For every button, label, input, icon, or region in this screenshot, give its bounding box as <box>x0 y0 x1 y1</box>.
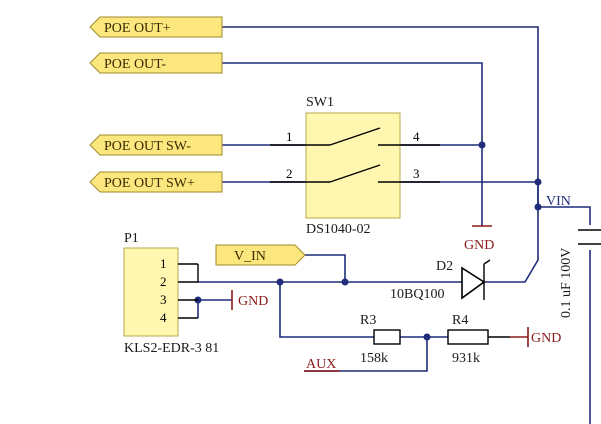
sw1-designator: SW1 <box>306 95 334 110</box>
p1-pin4: 4 <box>160 310 167 325</box>
gnd-symbols <box>231 225 529 347</box>
net-label-vin: VIN <box>546 194 571 209</box>
sw1-pin3: 3 <box>413 166 420 181</box>
r4-designator: R4 <box>452 313 468 328</box>
p1-body <box>123 247 179 337</box>
port-poe-out-sw-minus[interactable]: POE OUT SW- <box>89 134 223 156</box>
p1-pin2: 2 <box>160 274 167 289</box>
capacitor[interactable]: 0.1 uF 100V <box>559 229 601 318</box>
gnd-label-top: GND <box>464 238 494 253</box>
sw1-pin1: 1 <box>286 129 293 144</box>
r3-body <box>373 329 401 345</box>
wire-poe-out-plus <box>222 26 539 207</box>
resistor-r3[interactable]: R3 158k <box>360 313 401 366</box>
wire-divider-top <box>279 282 374 338</box>
port-poe-out-minus[interactable]: POE OUT- <box>89 52 223 74</box>
p1-designator: P1 <box>124 231 139 246</box>
net-label-aux: AUX <box>306 357 336 372</box>
r4-value: 931k <box>452 351 480 366</box>
wire-diode-cathode <box>484 182 539 283</box>
sw1-pin2: 2 <box>286 166 293 181</box>
r3-value: 158k <box>360 351 388 366</box>
resistor-r4[interactable]: R4 931k <box>447 313 510 366</box>
p1-pin3: 3 <box>160 292 167 307</box>
connector-p1[interactable]: P1 1 2 3 4 KLS2-EDR-3 81 <box>123 231 219 356</box>
junction-aux <box>423 333 431 341</box>
gnd-label-r4: GND <box>531 331 561 346</box>
junction-sw4 <box>478 141 486 149</box>
port-poe-out-sw-plus[interactable]: POE OUT SW+ <box>89 171 223 193</box>
port-label: POE OUT SW+ <box>104 176 195 191</box>
port-label: POE OUT SW- <box>104 139 191 154</box>
r4-body <box>447 329 489 345</box>
port-poe-out-plus[interactable]: POE OUT+ <box>89 16 223 38</box>
sw1-body <box>305 112 401 219</box>
r3-designator: R3 <box>360 313 376 328</box>
switch-sw1[interactable]: SW1 1 2 4 3 DS1040-02 <box>270 95 440 237</box>
port-v-in[interactable]: V_IN <box>215 244 306 266</box>
gnd-label-p1: GND <box>238 294 268 309</box>
wires <box>197 26 591 424</box>
junction-v-in <box>341 278 349 286</box>
junction-divider <box>276 278 284 286</box>
sw1-pin4: 4 <box>413 129 420 144</box>
wire-v-in <box>305 254 346 282</box>
junction-vin <box>534 203 542 211</box>
wire-aux <box>304 337 428 372</box>
junction-sw3 <box>534 178 542 186</box>
wire-vin <box>538 206 591 225</box>
p1-pin1: 1 <box>160 256 167 271</box>
d2-part: 10BQ100 <box>390 287 444 302</box>
diode-triangle <box>461 266 486 300</box>
port-label: V_IN <box>234 249 266 264</box>
port-label: POE OUT- <box>104 57 166 72</box>
port-label: POE OUT+ <box>104 21 171 36</box>
sw1-part: DS1040-02 <box>306 222 371 237</box>
diode-d2[interactable]: D2 10BQ100 <box>390 259 491 302</box>
cap-value: 0.1 uF 100V <box>559 248 574 318</box>
d2-designator: D2 <box>436 259 453 274</box>
p1-part: KLS2-EDR-3 81 <box>124 341 219 356</box>
wire-poe-out-minus <box>222 62 483 226</box>
